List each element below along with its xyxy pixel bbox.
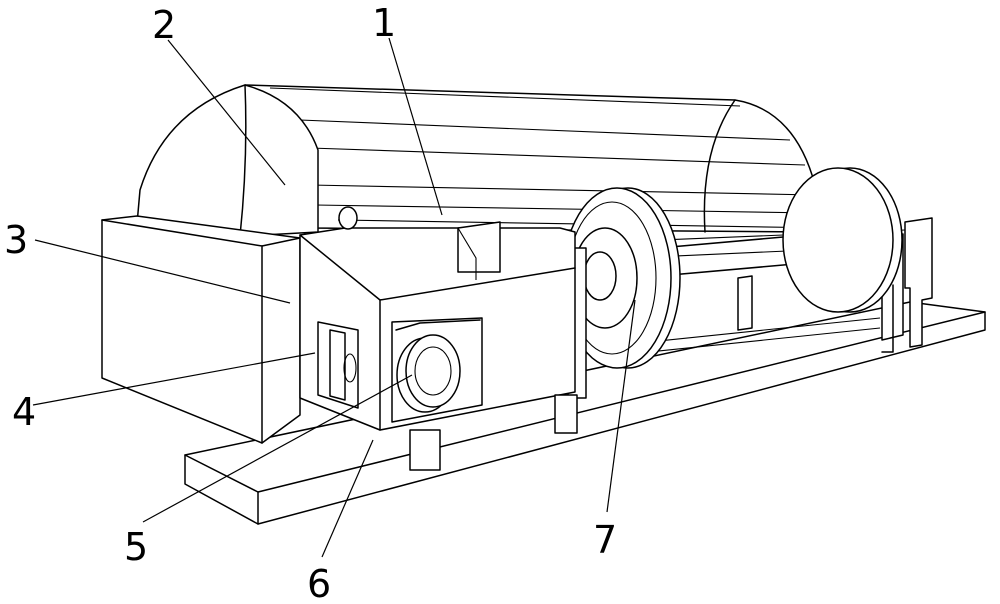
leader-1	[388, 37, 443, 216]
callout-1: 1	[372, 1, 396, 45]
leader-lines	[32, 37, 636, 558]
leader-2	[167, 39, 286, 186]
callout-4: 4	[12, 390, 36, 434]
drum-body	[244, 84, 831, 233]
rear-wheel	[782, 167, 903, 313]
leader-5	[142, 374, 413, 523]
left-housing	[101, 215, 301, 444]
callout-7: 7	[593, 518, 617, 562]
side-window	[317, 321, 359, 409]
leader-7	[606, 299, 636, 513]
front-wheel	[562, 187, 681, 399]
end-cap	[136, 84, 319, 237]
leader-6	[321, 439, 374, 558]
callout-3: 3	[4, 218, 28, 262]
motor	[391, 317, 483, 423]
callout-5: 5	[124, 525, 148, 569]
leader-3	[34, 239, 291, 304]
callout-labels: 1 2 3 4 5 6 7	[4, 1, 617, 604]
callout-6: 6	[307, 562, 331, 604]
leader-4	[32, 352, 316, 406]
callout-2: 2	[152, 3, 176, 47]
